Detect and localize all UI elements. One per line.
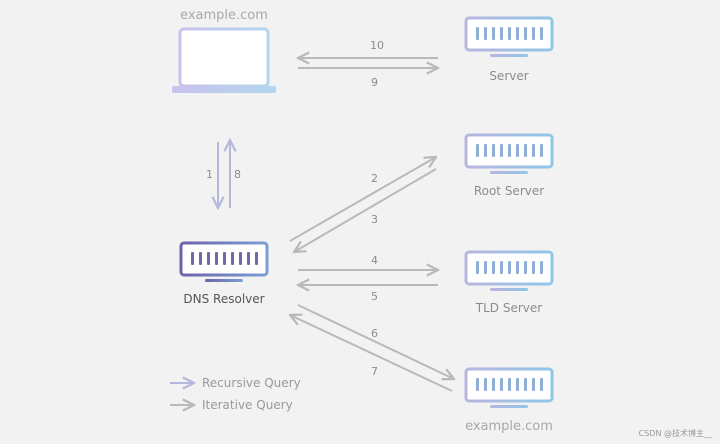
server-slot-bar xyxy=(223,252,226,265)
server-slot-bar xyxy=(508,378,511,391)
server-slot-bar xyxy=(492,27,495,40)
server-slot-bar xyxy=(532,261,535,274)
server-slot-bar xyxy=(516,261,519,274)
authoritative-server-label: example.com xyxy=(465,419,553,434)
server-slot-bar xyxy=(524,27,527,40)
step-2-label: 2 xyxy=(371,172,378,185)
arrow-step-3 xyxy=(294,168,437,252)
step-8-label: 8 xyxy=(234,168,241,181)
server-slot-bar xyxy=(247,252,250,265)
step-3-label: 3 xyxy=(371,213,378,226)
server-slot-bar xyxy=(199,252,202,265)
server-slot-bar xyxy=(484,27,487,40)
client-label: example.com xyxy=(180,8,268,23)
legend: Recursive Query Iterative Query xyxy=(170,376,301,412)
step-5-label: 5 xyxy=(371,290,378,303)
tld-server-icon xyxy=(464,250,554,291)
server-slot-bar xyxy=(191,252,194,265)
server-slot-bar xyxy=(500,261,503,274)
server-slot-bar xyxy=(492,378,495,391)
arrow-step-7 xyxy=(290,315,453,392)
server-slot-bar xyxy=(508,144,511,157)
server-slot-bar xyxy=(516,144,519,157)
server-slot-bar xyxy=(508,261,511,274)
server-slot-bar xyxy=(215,252,218,265)
dns-resolver-icon xyxy=(179,241,269,282)
legend-recursive-label: Recursive Query xyxy=(202,376,301,390)
server-slot-bar xyxy=(239,252,242,265)
server-slot-bar xyxy=(516,378,519,391)
server-slot-bar xyxy=(540,261,543,274)
server-label: Server xyxy=(489,69,528,83)
server-slot-bar xyxy=(231,252,234,265)
server-slot-bar xyxy=(476,27,479,40)
step-9-label: 9 xyxy=(371,76,378,89)
server-slot-bar xyxy=(532,378,535,391)
tld-server-label: TLD Server xyxy=(475,301,542,315)
step-10-label: 10 xyxy=(370,39,384,52)
server-slot-bar xyxy=(484,261,487,274)
server-slot-bar xyxy=(500,27,503,40)
server-slot-bar xyxy=(540,378,543,391)
step-1-label: 1 xyxy=(206,168,213,181)
server-slot-bar xyxy=(500,378,503,391)
root-server-icon xyxy=(464,133,554,174)
server-slot-bar xyxy=(524,378,527,391)
step-6-label: 6 xyxy=(371,327,378,340)
legend-iterative-label: Iterative Query xyxy=(202,398,293,412)
server-slot-bar xyxy=(508,27,511,40)
server-slot-bar xyxy=(484,144,487,157)
server-slot-bar xyxy=(532,144,535,157)
server-slot-bar xyxy=(492,144,495,157)
step-7-label: 7 xyxy=(371,365,378,378)
server-slot-bar xyxy=(476,261,479,274)
server-slot-bar xyxy=(516,27,519,40)
server-slot-bar xyxy=(540,27,543,40)
authoritative-server-icon xyxy=(464,367,554,408)
arrow-step-2 xyxy=(289,157,436,242)
watermark: CSDN @技术博主__ xyxy=(638,429,712,438)
root-server-label: Root Server xyxy=(474,184,544,198)
server-slot-bar xyxy=(207,252,210,265)
server-slot-bar xyxy=(492,261,495,274)
server-slot-bar xyxy=(500,144,503,157)
server-slot-bar xyxy=(476,144,479,157)
laptop-icon xyxy=(172,27,276,93)
step-4-label: 4 xyxy=(371,254,378,267)
server-slot-bar xyxy=(524,144,527,157)
dns-resolver-label: DNS Resolver xyxy=(183,292,264,306)
server-icon xyxy=(464,16,554,57)
server-slot-bar xyxy=(255,252,258,265)
server-slot-bar xyxy=(540,144,543,157)
server-slot-bar xyxy=(532,27,535,40)
server-slot-bar xyxy=(484,378,487,391)
server-slot-bar xyxy=(524,261,527,274)
server-slot-bar xyxy=(476,378,479,391)
arrow-step-6 xyxy=(297,304,454,379)
